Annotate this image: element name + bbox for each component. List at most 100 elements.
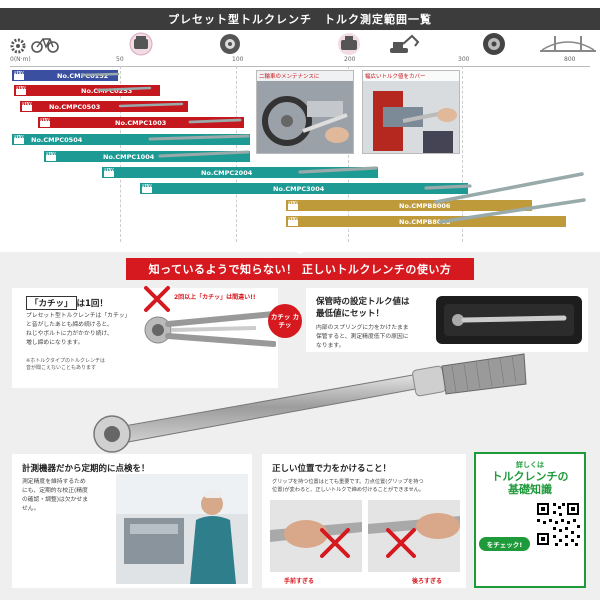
double-click-warning: 2回以上「カチッ」は間違い!! — [174, 294, 256, 301]
new-badge: NEW — [40, 117, 51, 127]
scale-axis-line — [10, 66, 590, 67]
promo-heading-line: 基礎知識 — [508, 483, 552, 496]
motorcycle-engine-icon — [129, 32, 153, 56]
click-once-card: 「カチッ」は1回！ プレセット型トルクレンチは「カチッ」 と音がしたあとも締め続… — [12, 286, 302, 388]
inspection-card: 計測機器だから定期的に点検を！ 測定精度を維持するため にも、定期的な校正(精度… — [12, 454, 252, 588]
body-line: 位置)が変わると、正しいトルクで締め付けることができません。 — [272, 487, 425, 493]
scale-tick-200: 200 — [344, 56, 356, 63]
promo-heading-line: トルクレンチの — [491, 470, 569, 483]
scale-tick-50: 50 — [116, 56, 124, 63]
body-line: 測定精度を維持するため — [22, 479, 86, 485]
torque-scale: 0(N·m) 50 100 200 300 800 — [10, 56, 590, 68]
inspection-title: 計測機器だから定期的に点検を！ — [22, 464, 150, 474]
check-it-button[interactable]: をチェック! — [478, 537, 531, 551]
model-name: No.CMPC1003 — [115, 118, 167, 127]
model-bar: NEW No.CMPC0503 — [20, 101, 188, 112]
grip-position-title: 正しい位置で力をかけること！ — [272, 464, 392, 474]
grip-too-far-photo — [368, 500, 460, 572]
model-bar: NEW No.CMPC0504 — [12, 134, 250, 145]
new-badge: NEW — [288, 200, 299, 210]
no-sound-footnote: ※ホトルクタイプのトルクレンチは 音が聞こえないこともあります — [26, 358, 126, 372]
excavator-icon — [390, 34, 420, 53]
model-name: No.CMPC0504 — [31, 135, 83, 144]
click-once-title-rest: は1回！ — [76, 299, 108, 309]
body-line: にも、定期的な校正(精度 — [22, 488, 88, 494]
too-close-label: 手前すぎる — [284, 578, 315, 585]
body-line: グリップを持つ位置はとても重要です。力点位置(グリップを持つ — [272, 479, 424, 485]
click-sound-label: 「カチッ」 — [26, 296, 77, 310]
model-bar: NEW No.CMPC2004 — [102, 167, 378, 178]
model-name: No.CMPC0503 — [49, 102, 101, 111]
footnote-line: ※ホトルクタイプのトルクレンチは — [26, 358, 105, 364]
storage-description: 内部のスプリングに力をかけたまま 保管すると、測定精度低下の原因に なります。 — [316, 324, 436, 351]
click-once-title: 「カチッ」は1回！ — [26, 296, 108, 310]
scale-tick-0: 0(N·m) — [10, 56, 31, 63]
new-badge: NEW — [16, 85, 27, 95]
model-bar: NEW No.CMPC1003 — [38, 117, 244, 128]
wrench-silhouettes — [80, 72, 586, 224]
scale-tick-100: 100 — [232, 56, 244, 63]
motorcycle-maintenance-photo: 二輪車のメンテナンスに — [256, 70, 354, 154]
scale-gridline — [348, 66, 349, 242]
model-name: No.CMPB8008 — [399, 217, 451, 226]
bridge-icon — [540, 36, 596, 52]
wrench-head-closeup — [144, 311, 276, 347]
model-bar: NEW No.CMPB8008 — [286, 216, 566, 227]
body-line: と音がしたあとも締め続けると、 — [26, 322, 113, 328]
body-line: の確認・調整)は欠かせま — [22, 497, 89, 503]
range-chart-title: プレセット型トルクレンチ トルク測定範囲一覧 — [0, 8, 600, 30]
scale-tick-300: 300 — [458, 56, 470, 63]
photo-caption: 二輪車のメンテナンスに — [257, 71, 353, 81]
storage-title: 保管時の設定トルク値は 最低値にセット！ — [316, 296, 410, 320]
new-badge: NEW — [14, 70, 25, 80]
industrial-tightening-photo: 幅広いトルク値をカバー — [362, 70, 460, 154]
gear-icon — [10, 38, 26, 54]
new-badge: NEW — [288, 216, 299, 226]
storage-title-line: 保管時の設定トルク値は — [316, 297, 410, 307]
model-name: No.CMPC1004 — [103, 152, 155, 161]
tire-icon — [220, 34, 240, 54]
new-badge: NEW — [104, 167, 115, 177]
model-bar: NEW No.CMPC3004 — [140, 183, 468, 194]
truck-tire-icon — [483, 33, 505, 55]
new-badge: NEW — [46, 151, 57, 161]
bicycle-icon — [31, 38, 59, 53]
inspection-description: 測定精度を維持するため にも、定期的な校正(精度 の確認・調整)は欠かせま せん… — [22, 478, 108, 514]
click-sound-badge: カチッ カチッ — [268, 304, 302, 338]
photo-caption: 幅広いトルク値をカバー — [363, 71, 459, 81]
body-line: なります。 — [316, 343, 345, 349]
calibration-photo — [116, 474, 248, 584]
storage-card: 保管時の設定トルク値は 最低値にセット！ 内部のスプリングに力をかけたまま 保管… — [306, 288, 588, 352]
scale-gridline — [462, 66, 463, 242]
model-name: No.CMPC3004 — [273, 184, 325, 193]
new-badge: NEW — [14, 134, 25, 144]
body-line: プレセット型トルクレンチは「カチッ」 — [26, 313, 131, 319]
new-badge: NEW — [142, 183, 153, 193]
grip-position-description: グリップを持つ位置はとても重要です。力点位置(グリップを持つ 位置)が変わると、… — [272, 478, 464, 494]
body-line: せん。 — [22, 506, 40, 512]
section-pointer — [282, 244, 318, 254]
qr-code-icon[interactable] — [535, 501, 582, 547]
torque-wrench-image — [93, 353, 527, 453]
too-far-label: 後ろすぎる — [412, 578, 443, 585]
scale-tick-800: 800 — [564, 56, 576, 63]
application-icon-row — [0, 32, 600, 58]
model-name: No.CMPB8006 — [399, 201, 451, 210]
body-line: ねじやボルトに力がかかり続け、 — [26, 331, 113, 337]
scale-marking — [84, 398, 85, 405]
grip-position-card: 正しい位置で力をかけること！ グリップを持つ位置はとても重要です。力点位置(グリ… — [262, 454, 466, 588]
footnote-line: 音が聞こえないこともあります — [26, 365, 97, 371]
usage-guide-banner: 知っているようで知らない！ 正しいトルクレンチの使い方 — [126, 258, 474, 280]
new-badge: NEW — [22, 101, 33, 111]
basics-promo[interactable]: 詳しくは トルクレンチの 基礎知識 をチェック! — [474, 452, 586, 588]
body-line: 保管すると、測定精度低下の原因に — [316, 334, 409, 340]
wrong-x-icon — [144, 286, 170, 312]
wrench-case-photo — [436, 296, 582, 344]
body-line: 内部のスプリングに力をかけたまま — [316, 325, 409, 331]
grip-too-close-photo — [270, 500, 362, 572]
engine-icon — [338, 33, 360, 55]
body-line: 増し締めになります。 — [26, 340, 84, 346]
promo-intro: 詳しくは — [516, 461, 544, 469]
storage-title-line: 最低値にセット！ — [316, 309, 385, 319]
model-name: No.CMPC2004 — [201, 168, 253, 177]
